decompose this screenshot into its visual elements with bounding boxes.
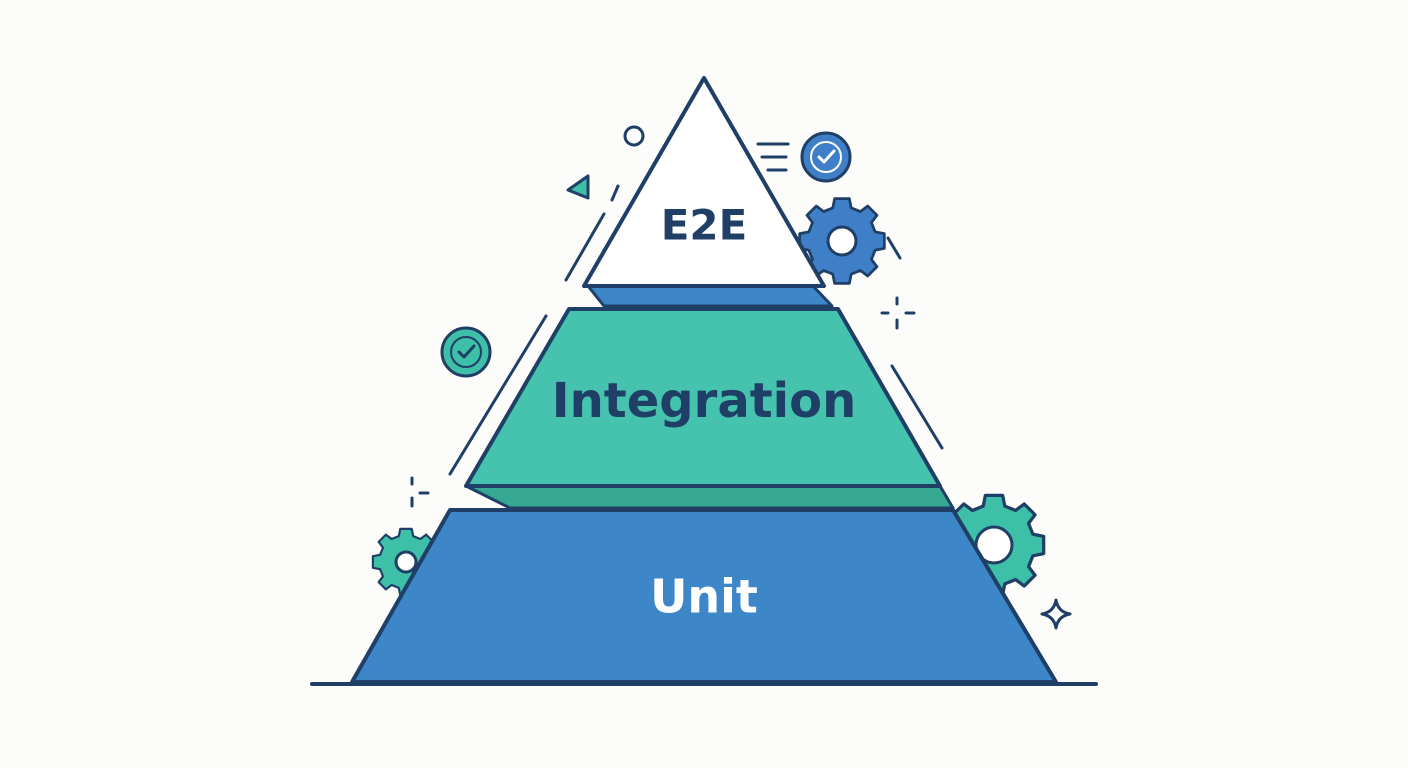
tier-unit: Unit [350,508,1058,684]
plus-sparkle-icon [880,296,916,330]
tier-integration-base [464,484,955,510]
sparkle-icon [1040,598,1072,630]
gear-icon [798,197,886,285]
decorative-lines [448,184,944,476]
tier-unit-shape [350,508,1058,684]
tier-e2e-label: E2E [661,201,748,250]
tier-unit-label: Unit [650,570,758,624]
check-circle-icon [800,131,852,183]
plus-sparkle-icon [410,476,430,508]
motion-lines-icon [756,142,790,172]
check-circle-icon [440,326,492,378]
circle-icon [623,125,645,147]
triangle-icon [566,174,590,200]
tier-e2e: E2E [582,76,826,288]
tier-integration-shape [464,307,942,488]
tier-integration-label: Integration [552,373,857,429]
tier-integration: Integration [464,307,942,488]
tier-e2e-base [586,284,834,308]
tier-e2e-shape [582,76,826,288]
